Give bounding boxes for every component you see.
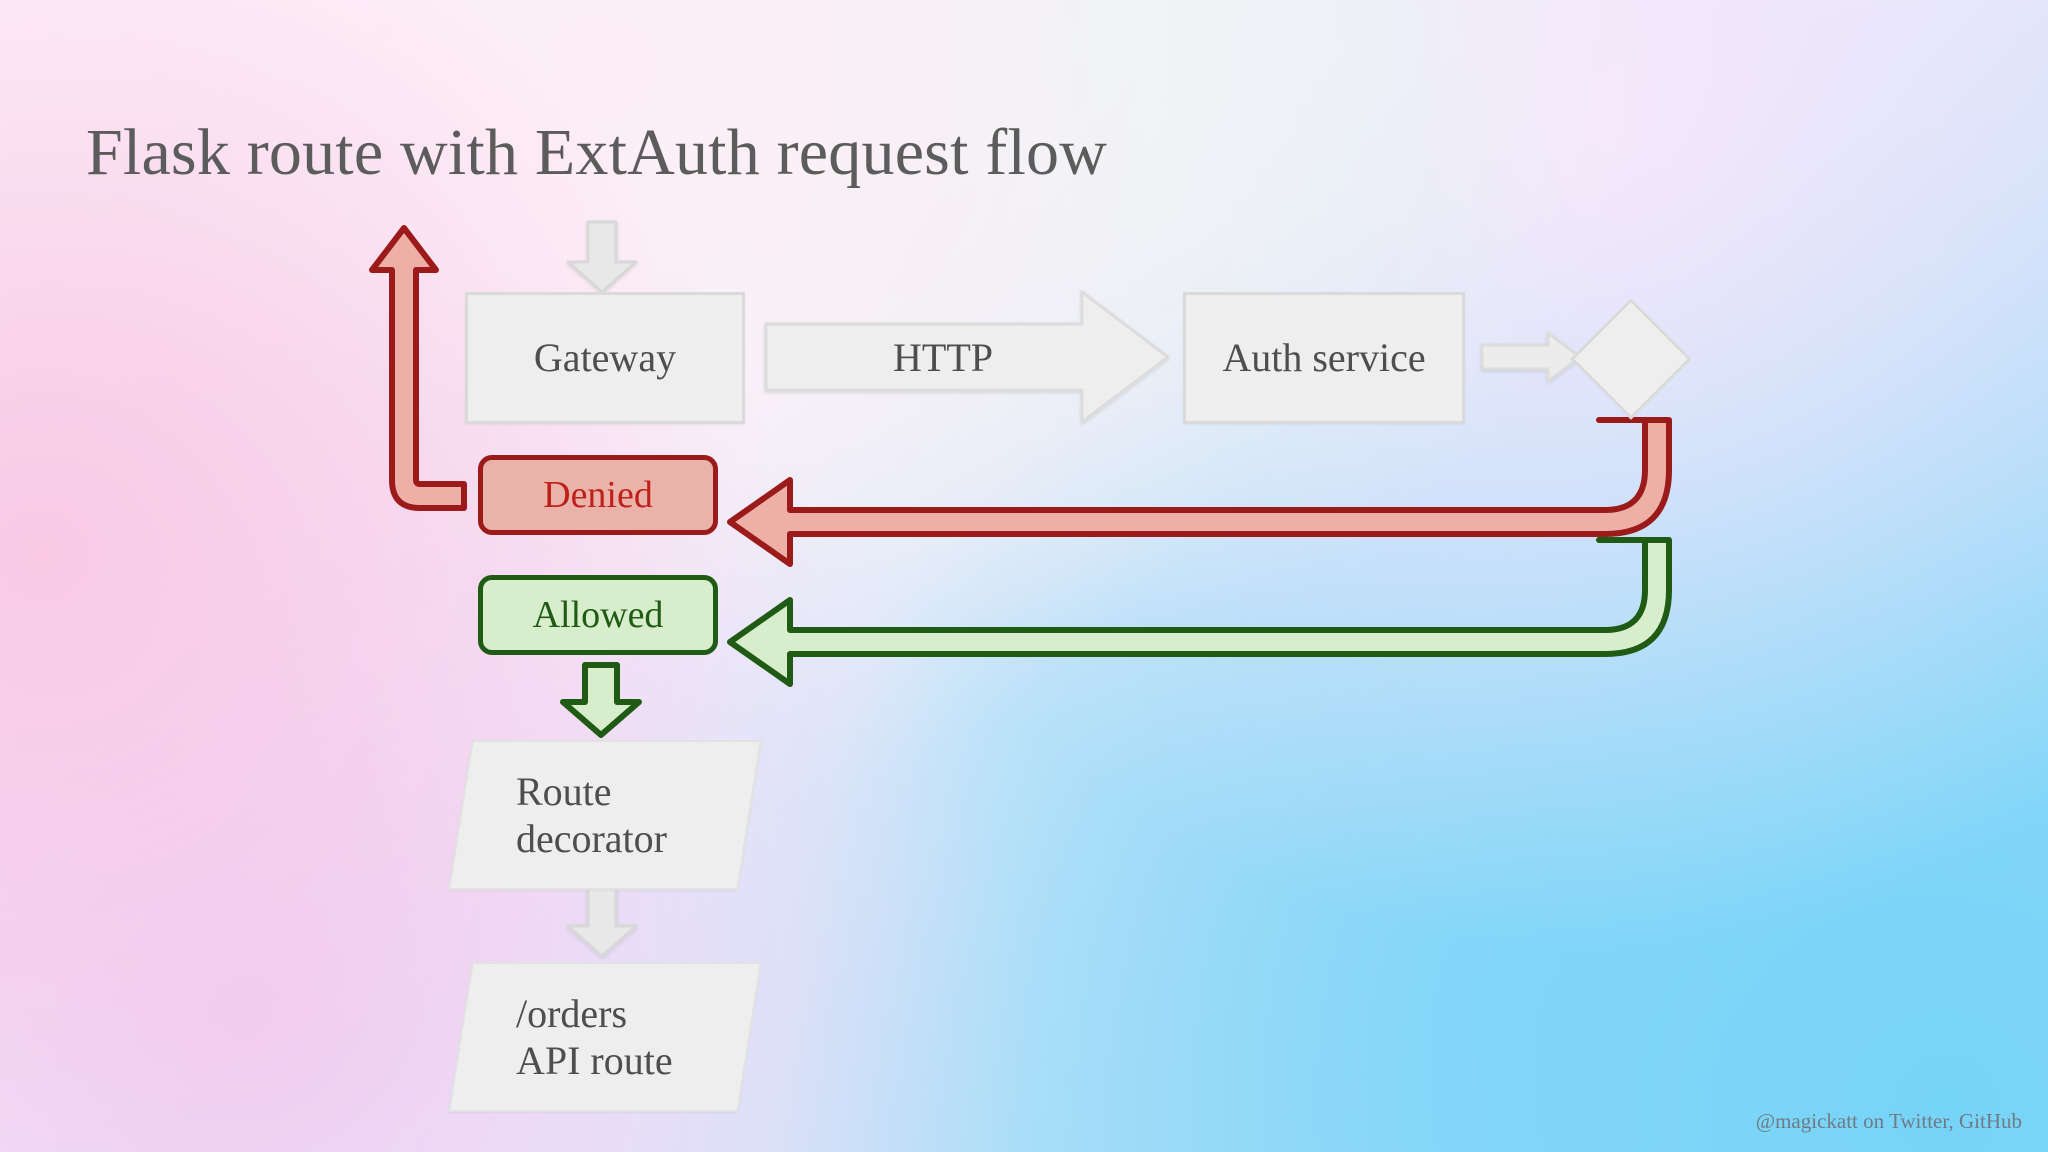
watermark-credit: @magickatt on Twitter, GitHub	[1755, 1109, 2022, 1133]
edge-incoming-request-icon	[566, 220, 638, 294]
edge-decision-to-denied-icon	[727, 417, 1672, 567]
edge-allowed-to-route-decorator-icon	[560, 662, 642, 738]
node-denied[interactable]: Denied	[478, 455, 718, 535]
node-route-decorator[interactable]: Route decorator	[448, 740, 762, 890]
edge-route-decorator-to-api-route-icon	[566, 886, 638, 958]
node-allowed-label: Allowed	[532, 593, 664, 636]
node-auth-service[interactable]: Auth service	[1183, 292, 1465, 424]
node-decision-diamond[interactable]	[1570, 298, 1692, 420]
node-denied-label: Denied	[543, 473, 653, 516]
node-gateway[interactable]: Gateway	[465, 292, 745, 424]
node-auth-service-label: Auth service	[1222, 335, 1426, 381]
edge-decision-to-allowed-icon	[727, 537, 1672, 687]
node-api-route[interactable]: /orders API route	[448, 962, 762, 1112]
node-api-route-label: /orders API route	[516, 990, 673, 1083]
edge-gateway-to-auth-label: HTTP	[893, 335, 993, 380]
node-route-decorator-label: Route decorator	[516, 768, 668, 861]
edge-denied-to-caller-icon	[369, 225, 467, 511]
node-allowed[interactable]: Allowed	[478, 575, 718, 655]
edge-auth-to-decision-icon	[1480, 331, 1582, 383]
page-title: Flask route with ExtAuth request flow	[86, 116, 1108, 189]
node-gateway-label: Gateway	[533, 335, 677, 381]
